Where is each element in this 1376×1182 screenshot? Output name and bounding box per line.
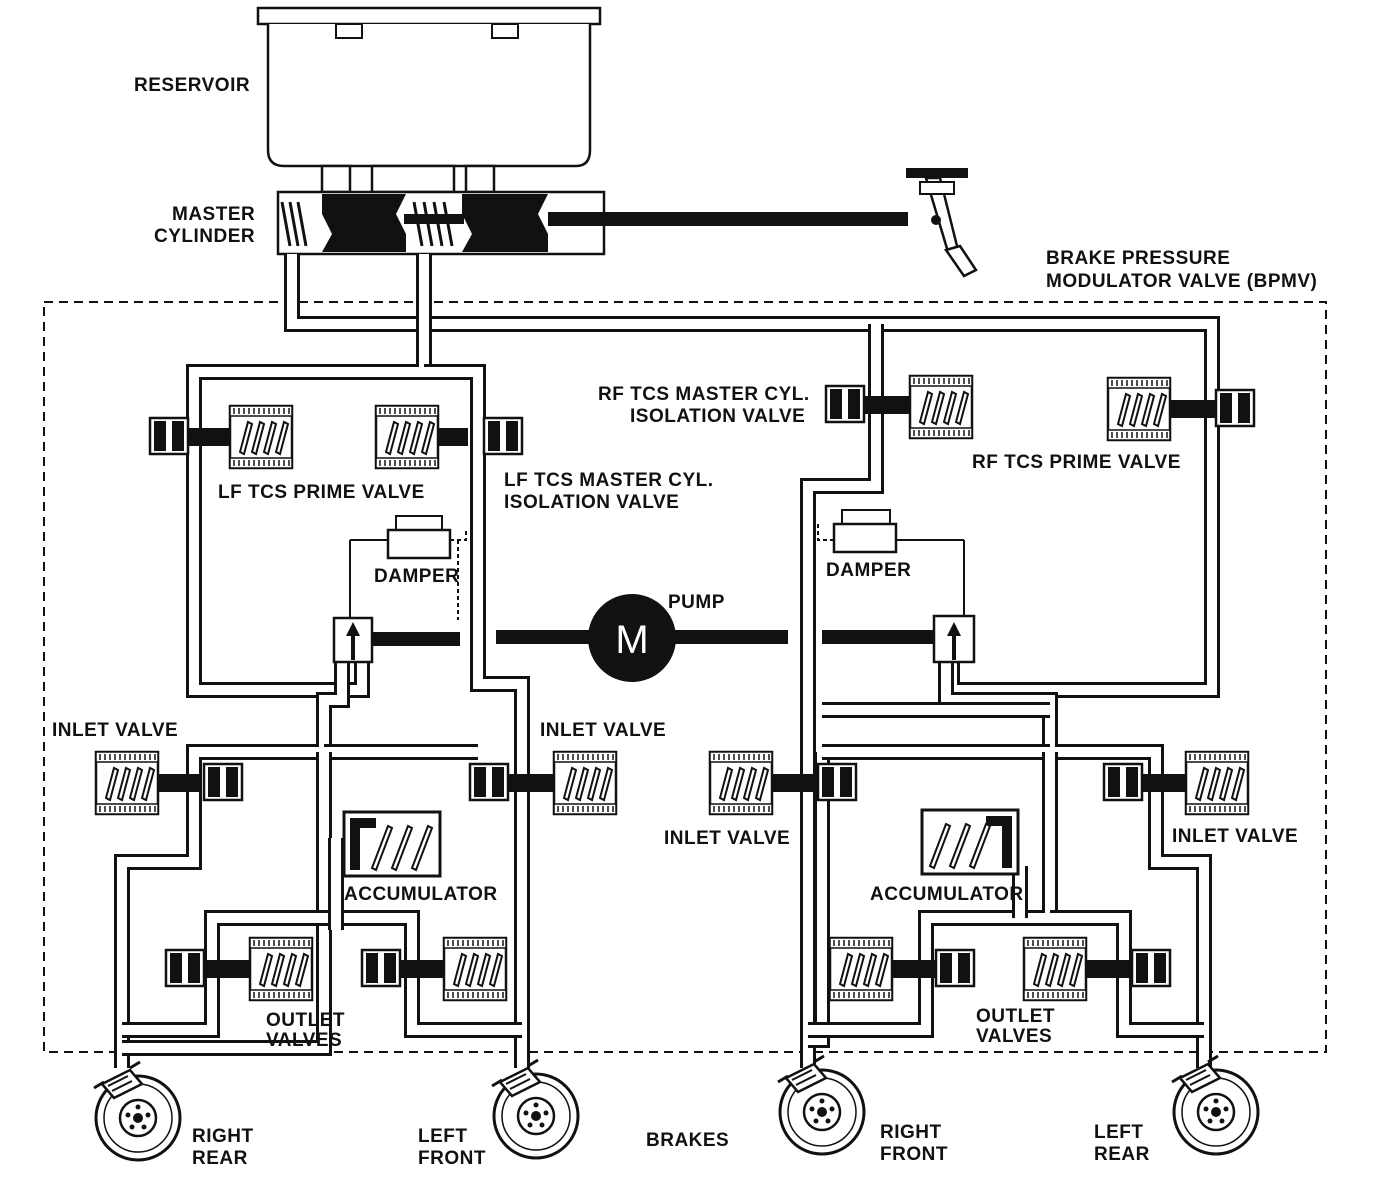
damper-right xyxy=(817,509,965,620)
label-lf-iso-2: ISOLATION VALVE xyxy=(504,492,679,513)
label-rf-prime: RF TCS PRIME VALVE xyxy=(972,452,1181,473)
label-pump: PUMP xyxy=(668,592,725,613)
outlet-valve-left-2 xyxy=(360,936,508,1002)
label-left-rear-2: REAR xyxy=(1094,1144,1150,1165)
label-master-2: CYLINDER xyxy=(154,226,255,247)
pump-motor: M xyxy=(496,594,788,682)
label-inlet-3: INLET VALVE xyxy=(664,828,790,849)
motor-symbol: M xyxy=(615,618,648,662)
label-inlet-2: INLET VALVE xyxy=(540,720,666,741)
rf-tcs-prime-valve xyxy=(1106,376,1256,442)
label-accumulator-left: ACCUMULATOR xyxy=(344,884,498,905)
brake-right-rear xyxy=(92,1060,182,1162)
reservoir xyxy=(256,6,602,194)
inlet-valve-right-front xyxy=(708,750,858,816)
label-right-rear-1: RIGHT xyxy=(192,1126,254,1147)
inlet-valve-left-front xyxy=(468,750,618,816)
label-rf-iso-2: ISOLATION VALVE xyxy=(630,406,805,427)
label-outlet-right-2: VALVES xyxy=(976,1026,1052,1047)
brake-left-rear xyxy=(1170,1054,1260,1156)
brake-left-front xyxy=(490,1058,580,1160)
inlet-valve-left-rear-right xyxy=(1102,750,1250,816)
label-damper-right: DAMPER xyxy=(826,560,911,581)
label-brakes: BRAKES xyxy=(646,1130,729,1151)
check-valve-left xyxy=(332,616,460,664)
brake-pedal xyxy=(906,168,978,278)
outlet-valve-right-1 xyxy=(828,936,976,1002)
inlet-valve-left-rear xyxy=(94,750,244,816)
brake-right-front xyxy=(776,1054,866,1156)
label-right-front-2: FRONT xyxy=(880,1144,948,1165)
label-outlet-right-1: OUTLET xyxy=(976,1006,1055,1027)
lf-tcs-isolation-valve xyxy=(374,404,524,470)
label-accumulator-right: ACCUMULATOR xyxy=(870,884,1024,905)
label-left-front-1: LEFT xyxy=(418,1126,468,1147)
label-bpmv-2: MODULATOR VALVE (BPMV) xyxy=(1046,271,1317,292)
label-bpmv-1: BRAKE PRESSURE xyxy=(1046,248,1230,269)
label-master-1: MASTER xyxy=(172,204,255,225)
label-outlet-left-2: VALVES xyxy=(266,1030,342,1051)
label-rf-iso-1: RF TCS MASTER CYL. xyxy=(598,384,810,405)
rf-tcs-isolation-valve xyxy=(824,374,974,440)
label-left-rear-1: LEFT xyxy=(1094,1122,1144,1143)
outlet-valve-right-2 xyxy=(1022,936,1172,1002)
lf-tcs-prime-valve xyxy=(148,404,294,470)
bpmv-boundary xyxy=(43,301,1327,1053)
label-outlet-left-1: OUTLET xyxy=(266,1010,345,1031)
check-valve-right xyxy=(822,614,976,664)
label-lf-prime: LF TCS PRIME VALVE xyxy=(218,482,425,503)
label-inlet-4: INLET VALVE xyxy=(1172,826,1298,847)
label-damper-left: DAMPER xyxy=(374,566,459,587)
label-left-front-2: FRONT xyxy=(418,1148,486,1169)
accumulator-right xyxy=(920,808,1020,876)
label-right-front-1: RIGHT xyxy=(880,1122,942,1143)
master-cylinder xyxy=(276,190,908,256)
label-lf-iso-1: LF TCS MASTER CYL. xyxy=(504,470,714,491)
label-reservoir: RESERVOIR xyxy=(134,75,250,96)
label-right-rear-2: REAR xyxy=(192,1148,248,1169)
outlet-valve-left-1 xyxy=(164,936,314,1002)
damper-left xyxy=(349,515,467,620)
label-inlet-1: INLET VALVE xyxy=(52,720,178,741)
accumulator-left xyxy=(342,810,442,878)
